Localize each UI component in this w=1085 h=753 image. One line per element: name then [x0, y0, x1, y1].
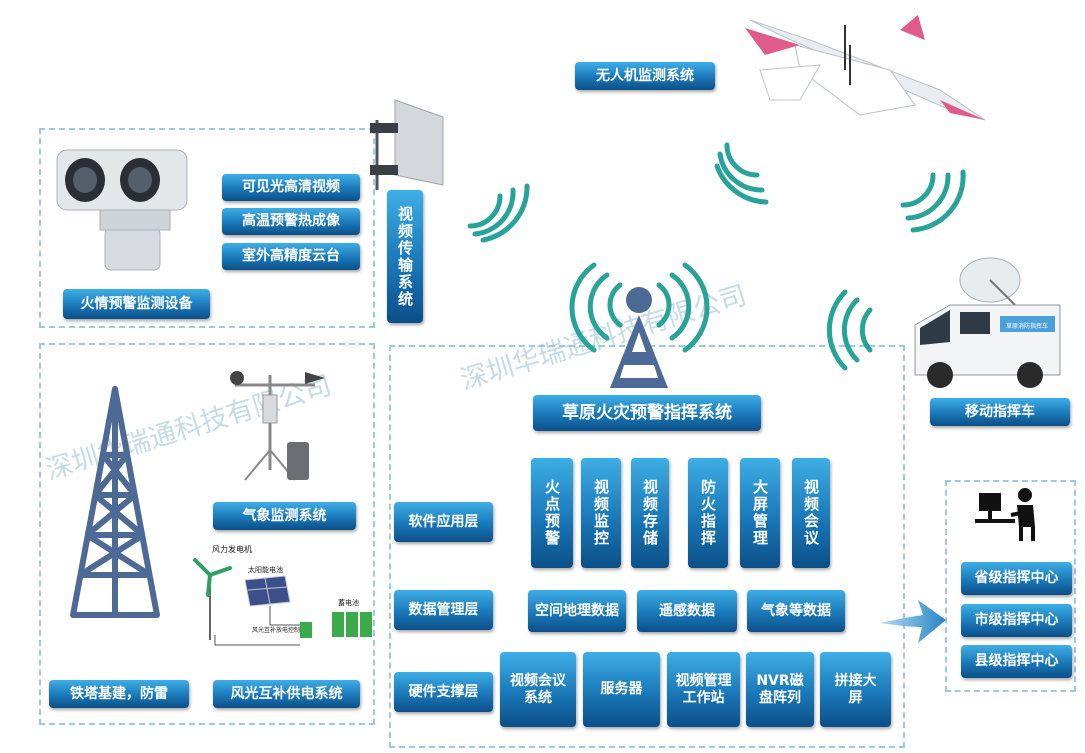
- hardware-module[interactable]: 视频管理工作站: [667, 652, 740, 727]
- fire-device-label[interactable]: 火情预警监测设备: [63, 289, 210, 319]
- layer-software-label[interactable]: 软件应用层: [394, 502, 493, 542]
- arrow-right-icon: [880, 600, 946, 643]
- fire-device-region: [39, 128, 375, 328]
- wind-solar-power-label[interactable]: 风光互补供电系统: [213, 680, 360, 708]
- visible-hd-video-label[interactable]: 可见光高清视频: [222, 174, 360, 201]
- radio-tower-icon: [569, 262, 710, 388]
- weather-station-image: [230, 371, 325, 481]
- hardware-module[interactable]: 服务器: [583, 652, 660, 727]
- ptz-label[interactable]: 室外高精度云台: [222, 243, 360, 270]
- solar-panel-text: 太阳能电池: [248, 565, 283, 574]
- main-system-title[interactable]: 草原火灾预警指挥系统: [533, 395, 761, 431]
- uav-system-label[interactable]: 无人机监测系统: [575, 62, 715, 90]
- transmission-antenna-image: [370, 99, 444, 190]
- signal-waves-1: [467, 183, 530, 243]
- uav-image: [745, 15, 986, 121]
- software-module[interactable]: 大屏管理: [740, 458, 780, 568]
- controller-text: 风光互补放电控制器: [252, 626, 306, 634]
- weather-monitoring-label[interactable]: 气象监测系统: [213, 502, 356, 530]
- county-command-center[interactable]: 县级指挥中心: [961, 645, 1072, 678]
- vehicle-text: 草原消防指挥车: [1006, 322, 1048, 330]
- hardware-module[interactable]: NVR磁盘阵列: [746, 652, 814, 727]
- wind-solar-diagram: 风力发电机 太阳能电池 风光互补放电控制器 蓄电池: [193, 544, 372, 646]
- wind-generator-text: 风力发电机: [212, 544, 252, 554]
- battery-text: 蓄电池: [338, 598, 359, 607]
- layer-data-label[interactable]: 数据管理层: [394, 590, 493, 630]
- hardware-module[interactable]: 视频会议系统: [500, 652, 576, 727]
- tower-lightning-label[interactable]: 铁塔基建，防雷: [49, 680, 189, 708]
- mobile-vehicle-label[interactable]: 移动指挥车: [930, 398, 1070, 426]
- software-module[interactable]: 火点预警: [531, 458, 573, 568]
- city-command-center[interactable]: 市级指挥中心: [961, 604, 1072, 637]
- meteo-data-module[interactable]: 气象等数据: [747, 590, 845, 632]
- software-module[interactable]: 防火指挥: [688, 458, 728, 568]
- software-module[interactable]: 视频会议: [792, 458, 830, 568]
- software-module[interactable]: 视频监控: [581, 458, 621, 568]
- software-module[interactable]: 视频存储: [631, 458, 669, 568]
- hardware-module[interactable]: 拼接大屏: [820, 652, 891, 727]
- thermal-imaging-label[interactable]: 高温预警热成像: [222, 208, 360, 235]
- operator-workstation-icon: [975, 488, 1035, 541]
- lattice-tower-image: [70, 386, 160, 618]
- gis-data-module[interactable]: 空间地理数据: [528, 590, 626, 632]
- command-center-region: [945, 480, 1076, 692]
- signal-waves-2: [714, 142, 769, 205]
- signal-waves-3: [900, 169, 966, 233]
- layer-hardware-label[interactable]: 硬件支撑层: [394, 672, 493, 712]
- signal-waves-4: [826, 289, 873, 371]
- province-command-center[interactable]: 省级指挥中心: [961, 562, 1072, 595]
- command-vehicle-image: 草原消防指挥车: [914, 257, 1061, 388]
- video-transport-label[interactable]: 视频传输系统: [387, 190, 423, 323]
- thermal-camera-image: [56, 149, 188, 271]
- remote-sensing-module[interactable]: 遥感数据: [637, 590, 737, 632]
- infrastructure-region: [39, 343, 375, 725]
